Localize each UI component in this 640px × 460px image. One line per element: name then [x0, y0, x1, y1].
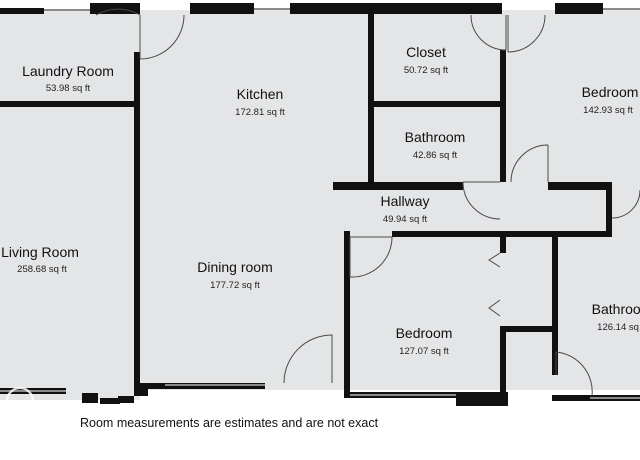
room-hallway: Hallway 49.94 sq ft — [380, 193, 429, 225]
room-area: 50.72 sq ft — [404, 65, 449, 76]
room-area: 172.81 sq ft — [235, 107, 285, 118]
room-area: 126.14 sq ft — [597, 322, 640, 333]
room-name: Kitchen — [237, 86, 284, 102]
wall-closet-east — [500, 50, 506, 182]
door-hall-bedroom — [510, 144, 549, 183]
room-kitchen: Kitchen 172.81 sq ft — [235, 86, 285, 118]
wall-kitchen-west-upper — [134, 52, 140, 108]
wall-laundry-bottom — [0, 101, 138, 107]
room-area: 49.94 sq ft — [383, 214, 428, 225]
wall-kitchen-west-lower — [134, 108, 140, 232]
room-area: 42.86 sq ft — [413, 150, 458, 161]
room-name: Closet — [406, 44, 446, 60]
doors — [95, 8, 640, 397]
wall-step-2 — [100, 398, 120, 404]
room-name: Bedroom — [396, 325, 453, 341]
watermark-text: R BLC — [2, 402, 39, 414]
room-labels: Laundry Room 53.98 sq ft Kitchen 172.81 … — [1, 44, 640, 357]
wall-hallway-north-east — [548, 182, 612, 190]
room-name: Bathroom — [405, 129, 466, 145]
room-area: 53.98 sq ft — [46, 83, 91, 94]
door-bedroom-ne — [507, 14, 546, 53]
wall-bottom-bedroom-2 — [456, 398, 508, 406]
wall-top-3 — [190, 3, 254, 14]
wall-kitchen-east — [368, 12, 374, 188]
room-living: Living Room 258.68 sq ft — [1, 244, 79, 275]
wall-top-1 — [0, 8, 44, 14]
room-dining: Dining room 177.72 sq ft — [197, 259, 272, 291]
door-bath-se — [555, 351, 593, 397]
door-bedroom-s — [349, 236, 393, 278]
door-laundry-2 — [139, 14, 185, 60]
door-laundry — [95, 8, 141, 59]
room-name: Living Room — [1, 244, 79, 260]
room-area: 177.72 sq ft — [210, 280, 260, 291]
door-closet — [470, 14, 507, 51]
room-bedroom-s: Bedroom 127.07 sq ft — [396, 325, 453, 357]
door-closet-s — [488, 252, 501, 317]
room-bathroom-se: Bathroom 126.14 sq ft — [592, 301, 640, 333]
room-laundry: Laundry Room 53.98 sq ft — [22, 63, 114, 94]
room-name: Laundry Room — [22, 63, 114, 79]
room-bedroom-ne: Bedroom 142.93 sq ft — [582, 84, 639, 116]
wall-top-4 — [290, 3, 502, 14]
wall-hallway-north-west — [333, 182, 463, 190]
room-area: 142.93 sq ft — [583, 105, 633, 116]
room-area: 258.68 sq ft — [17, 264, 67, 275]
door-dining — [283, 334, 333, 384]
room-closet: Closet 50.72 sq ft — [404, 44, 449, 76]
wall-bedroom-west — [344, 231, 350, 396]
wall-stepped-southwest — [118, 232, 165, 403]
room-bathroom-mid: Bathroom 42.86 sq ft — [405, 129, 466, 161]
room-name: Dining room — [197, 259, 272, 275]
wall-hallway-east — [606, 182, 612, 236]
wall-bedroom-closet-west — [500, 237, 506, 253]
wall-bedroom-closet-lower — [500, 326, 506, 398]
wall-hallway-south — [392, 231, 612, 237]
room-area: 127.07 sq ft — [399, 346, 449, 357]
room-name: Bathroom — [592, 301, 640, 317]
wall-bath-west — [552, 237, 558, 375]
room-name: Hallway — [380, 193, 429, 209]
logo-icon — [5, 386, 35, 416]
wall-top-5 — [555, 3, 603, 14]
door-bathroom — [462, 181, 501, 220]
watermark: R BLC — [2, 386, 39, 416]
wall-top-2 — [90, 3, 140, 14]
footer-note: Room measurements are estimates and are … — [80, 416, 379, 430]
wall-step-1 — [82, 393, 98, 403]
wall-bedroom-closet-mid — [500, 326, 556, 332]
wall-closet-bottom — [368, 101, 502, 107]
room-name: Bedroom — [582, 84, 639, 100]
